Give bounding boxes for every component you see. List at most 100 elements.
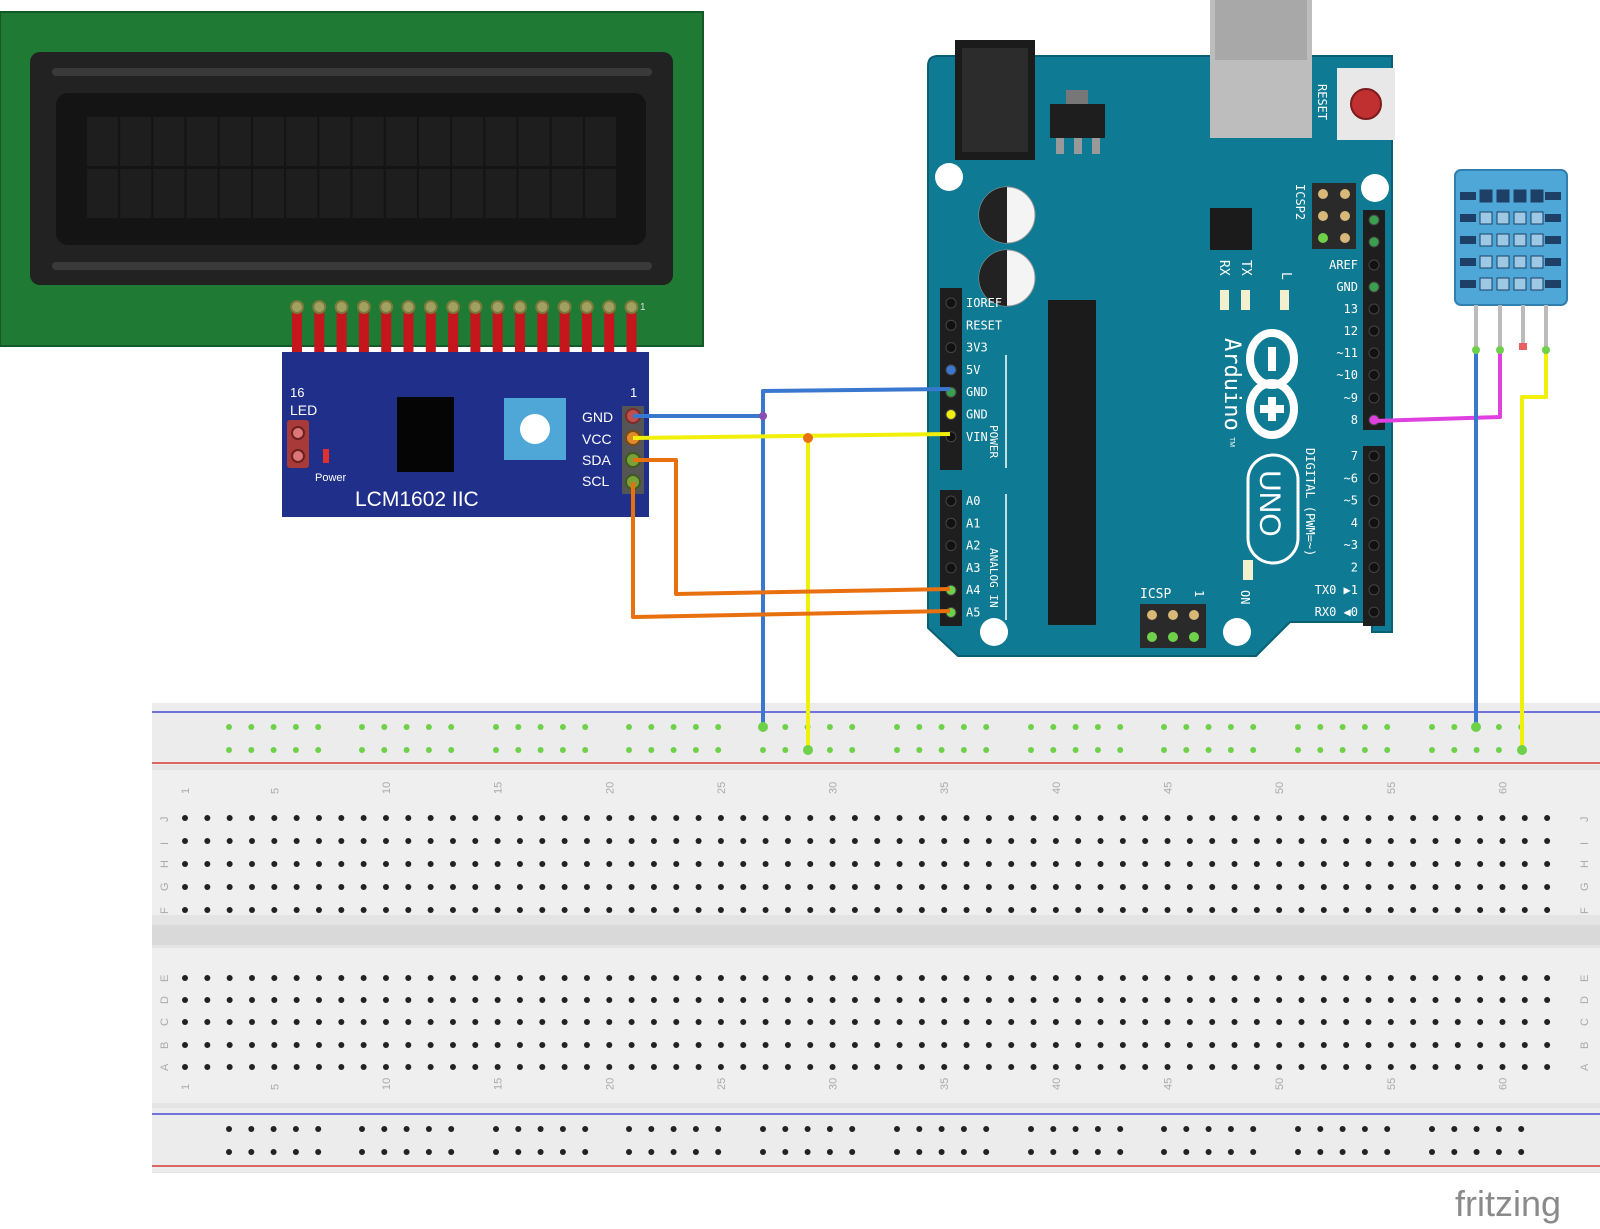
breadboard-hole[interactable]: [1209, 1019, 1216, 1025]
breadboard-hole[interactable]: [1030, 1064, 1037, 1070]
breadboard-hole[interactable]: [315, 884, 322, 890]
breadboard-hole[interactable]: [1432, 838, 1439, 844]
breadboard-hole[interactable]: [740, 997, 747, 1003]
breadboard-hole[interactable]: [226, 1019, 233, 1025]
breadboard-hole[interactable]: [941, 815, 948, 821]
breadboard-hole[interactable]: [918, 997, 925, 1003]
breadboard-hole[interactable]: [360, 975, 367, 981]
breadboard-hole[interactable]: [561, 1042, 568, 1048]
breadboard-hole[interactable]: [740, 975, 747, 981]
breadboard-hole[interactable]: [427, 861, 434, 867]
rail-hole[interactable]: [826, 1126, 833, 1132]
breadboard-hole[interactable]: [271, 884, 278, 890]
breadboard-hole[interactable]: [405, 997, 412, 1003]
rail-hole[interactable]: [559, 747, 566, 753]
power-pin-gnd[interactable]: [945, 409, 957, 420]
breadboard-hole[interactable]: [1298, 884, 1305, 890]
rail-hole[interactable]: [1117, 747, 1124, 753]
digital-pin[interactable]: [1368, 562, 1380, 573]
breadboard-hole[interactable]: [204, 1019, 211, 1025]
breadboard-hole[interactable]: [1454, 1042, 1461, 1048]
breadboard-hole[interactable]: [874, 838, 881, 844]
digital-pin[interactable]: [1368, 303, 1380, 315]
breadboard-hole[interactable]: [1075, 815, 1082, 821]
rail-hole[interactable]: [1495, 1126, 1502, 1132]
breadboard-hole[interactable]: [896, 1064, 903, 1070]
rail-hole[interactable]: [648, 1126, 655, 1132]
breadboard-hole[interactable]: [896, 997, 903, 1003]
breadboard-hole[interactable]: [1410, 997, 1417, 1003]
breadboard-hole[interactable]: [1052, 975, 1059, 981]
analog-pin-a0[interactable]: [945, 495, 957, 507]
breadboard-hole[interactable]: [1142, 815, 1149, 821]
breadboard-hole[interactable]: [650, 884, 657, 890]
breadboard-hole[interactable]: [1387, 907, 1394, 913]
breadboard-hole[interactable]: [1186, 838, 1193, 844]
rail-hole[interactable]: [1495, 747, 1502, 753]
breadboard-hole[interactable]: [941, 975, 948, 981]
breadboard-hole[interactable]: [1544, 815, 1551, 821]
reset-button[interactable]: [1350, 88, 1382, 120]
breadboard-hole[interactable]: [807, 907, 814, 913]
rail-hole[interactable]: [1161, 747, 1167, 753]
rail-hole[interactable]: [270, 1126, 277, 1132]
breadboard-hole[interactable]: [740, 861, 747, 867]
rail-hole[interactable]: [715, 747, 722, 753]
breadboard-hole[interactable]: [985, 884, 992, 890]
rail-hole[interactable]: [782, 724, 789, 730]
breadboard-hole[interactable]: [650, 1019, 657, 1025]
breadboard-hole[interactable]: [985, 838, 992, 844]
breadboard-hole[interactable]: [650, 907, 657, 913]
breadboard-hole[interactable]: [1499, 861, 1506, 867]
breadboard-hole[interactable]: [1164, 1042, 1171, 1048]
rail-hole[interactable]: [315, 724, 322, 730]
breadboard-hole[interactable]: [472, 1064, 479, 1070]
breadboard-hole[interactable]: [516, 907, 523, 913]
rail-hole[interactable]: [1295, 747, 1301, 753]
breadboard-hole[interactable]: [1253, 861, 1260, 867]
breadboard-hole[interactable]: [427, 884, 434, 890]
breadboard-hole[interactable]: [717, 838, 724, 844]
breadboard-hole[interactable]: [1097, 884, 1104, 890]
breadboard-hole[interactable]: [1209, 838, 1216, 844]
breadboard-hole[interactable]: [226, 975, 233, 981]
breadboard-hole[interactable]: [561, 997, 568, 1003]
breadboard-hole[interactable]: [1454, 815, 1461, 821]
breadboard-hole[interactable]: [1075, 838, 1082, 844]
breadboard-hole[interactable]: [204, 884, 211, 890]
breadboard-hole[interactable]: [1186, 1064, 1193, 1070]
wire-sda-to-a4[interactable]: [633, 458, 951, 596]
rail-hole[interactable]: [403, 1126, 410, 1132]
breadboard-hole[interactable]: [315, 861, 322, 867]
rail-hole[interactable]: [760, 1126, 766, 1132]
breadboard-hole[interactable]: [1209, 861, 1216, 867]
breadboard-hole[interactable]: [874, 815, 881, 821]
breadboard-hole[interactable]: [1387, 975, 1394, 981]
breadboard-hole[interactable]: [673, 975, 680, 981]
breadboard-hole[interactable]: [1298, 975, 1305, 981]
rail-hole[interactable]: [1183, 1149, 1190, 1155]
breadboard-hole[interactable]: [1119, 1042, 1126, 1048]
rail-hole[interactable]: [1384, 724, 1391, 730]
breadboard-hole[interactable]: [583, 997, 590, 1003]
breadboard-hole[interactable]: [561, 861, 568, 867]
rail-hole[interactable]: [359, 1149, 365, 1155]
breadboard-hole[interactable]: [1343, 975, 1350, 981]
breadboard-hole[interactable]: [382, 838, 389, 844]
breadboard-hole[interactable]: [539, 838, 546, 844]
breadboard-hole[interactable]: [360, 997, 367, 1003]
rail-hole[interactable]: [270, 1149, 277, 1155]
breadboard-hole[interactable]: [673, 1019, 680, 1025]
breadboard-hole[interactable]: [1209, 884, 1216, 890]
rail-hole[interactable]: [826, 1149, 833, 1155]
breadboard-hole[interactable]: [1052, 815, 1059, 821]
breadboard-hole[interactable]: [360, 1019, 367, 1025]
breadboard-hole[interactable]: [740, 907, 747, 913]
breadboard-hole[interactable]: [762, 975, 769, 981]
rail-hole[interactable]: [292, 1149, 299, 1155]
breadboard-hole[interactable]: [963, 975, 970, 981]
breadboard-hole[interactable]: [1343, 861, 1350, 867]
breadboard-hole[interactable]: [1164, 1019, 1171, 1025]
breadboard-hole[interactable]: [1142, 975, 1149, 981]
breadboard-hole[interactable]: [1320, 1019, 1327, 1025]
